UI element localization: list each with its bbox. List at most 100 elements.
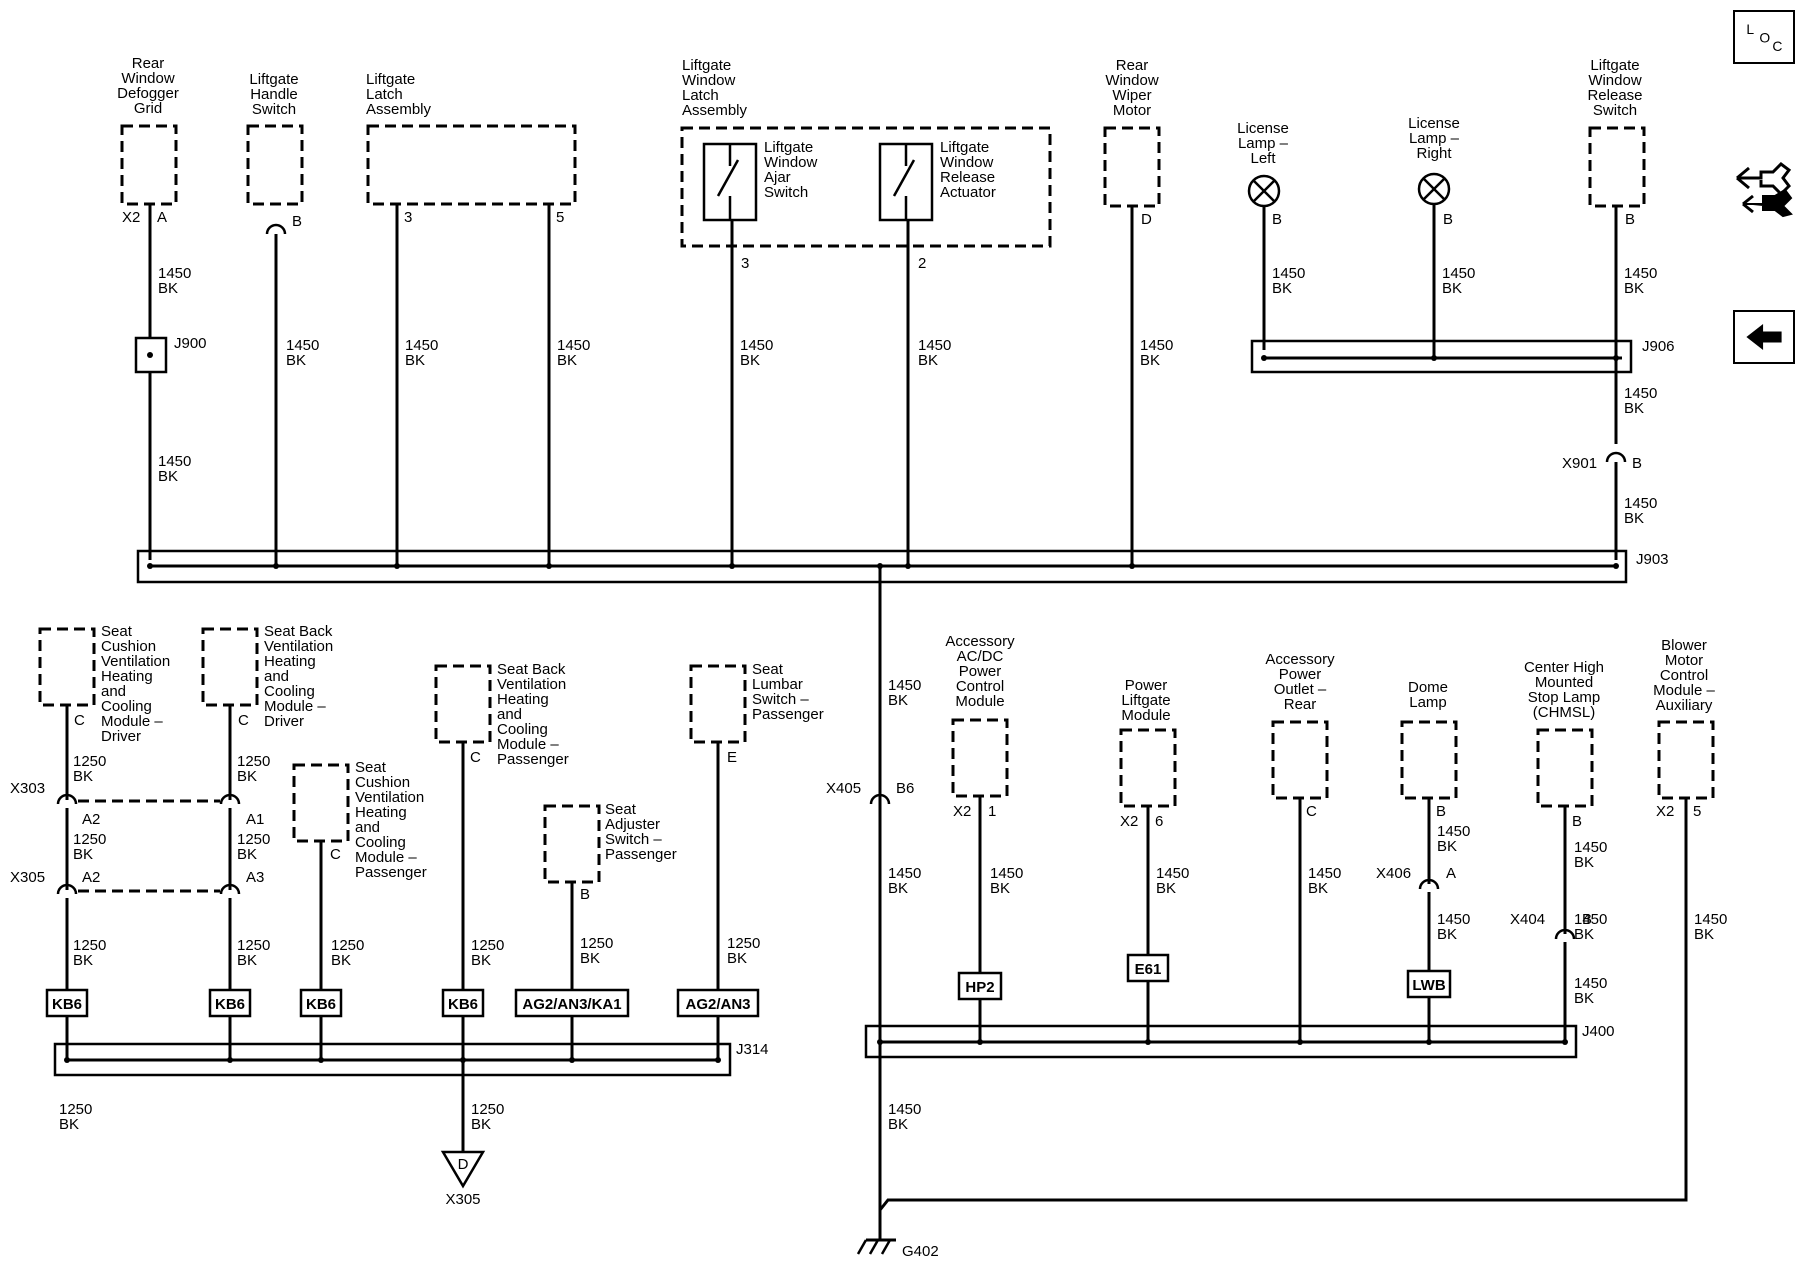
location-button[interactable]: L O C: [1733, 10, 1795, 64]
pin-label: C: [238, 712, 249, 729]
switch-blade: [716, 159, 740, 197]
splice-dot: [147, 352, 153, 358]
connector-pin: A3: [246, 869, 264, 886]
splice-dot: [1613, 355, 1619, 361]
component-rear-window-wiper-motor: [1103, 126, 1161, 208]
connector-label-x404: X404: [1510, 911, 1545, 928]
splice-dot: [273, 563, 279, 569]
option-code-kb6-frame: [45, 988, 89, 1018]
component-seat-cushion-driver: [38, 627, 96, 707]
splice-dot: [1431, 355, 1437, 361]
option-code-e61-frame: [1126, 953, 1170, 983]
splice-dot: [147, 563, 153, 569]
wire-blower-to-ground: [878, 798, 1688, 1211]
pin-label: X2: [1656, 803, 1674, 820]
splice-dot: [1426, 1039, 1432, 1045]
pin-label: A: [157, 209, 167, 226]
pin-label: B: [1572, 813, 1582, 830]
pin-label: B: [1443, 211, 1453, 228]
pin-label: E: [727, 749, 737, 766]
lamp-cross: [1253, 180, 1275, 202]
pin-label: X2: [953, 803, 971, 820]
lamp-cross: [1423, 178, 1445, 200]
back-button[interactable]: [1733, 310, 1795, 364]
connector-label-x305-ref: X305: [445, 1191, 480, 1208]
pin-label: 3: [741, 255, 749, 272]
option-code-lwb-frame: [1406, 969, 1452, 999]
connector-button[interactable]: [1733, 160, 1795, 220]
ground-label-g402: G402: [902, 1243, 939, 1260]
inline-connector: [219, 793, 241, 805]
connector-pin: B6: [896, 780, 914, 797]
pin-label: C: [74, 712, 85, 729]
connector-label-x305: X305: [10, 869, 45, 886]
splice-dot: [1261, 355, 1267, 361]
option-code-hp2: HP2: [965, 979, 994, 996]
splice-dot: [1145, 1039, 1151, 1045]
connector-label-x901: X901: [1562, 455, 1597, 472]
component-dome-lamp: [1400, 720, 1458, 800]
connector-pin: A2: [82, 869, 100, 886]
splice-dot: [318, 1057, 324, 1063]
loc-letter-l: L: [1746, 21, 1754, 37]
option-code-kb6: KB6: [52, 996, 82, 1013]
option-code-ag2-an3-ka1-frame: [514, 988, 630, 1018]
splice-label-j906: J906: [1642, 338, 1675, 355]
option-code-kb6-frame: [299, 988, 343, 1018]
pin-label: B: [1625, 211, 1635, 228]
pin-label: B: [292, 213, 302, 230]
pin-label: 3: [404, 209, 412, 226]
bus-j903: [136, 549, 1628, 584]
splice-dot: [877, 1039, 883, 1045]
connector-pin: A2: [82, 811, 100, 828]
connector-label-x406: X406: [1376, 865, 1411, 882]
component-blower-motor-module: [1657, 720, 1715, 800]
option-code-ag2-an3-frame: [676, 988, 760, 1018]
component-accessory-acdc-module: [951, 718, 1009, 798]
option-code-kb6-frame: [441, 988, 485, 1018]
splice-label-j314: J314: [736, 1041, 769, 1058]
inline-connector-x901: [1605, 451, 1627, 463]
component-accessory-power-outlet: [1271, 720, 1329, 800]
back-arrow-icon: [1746, 324, 1782, 350]
component-liftgate-handle-switch: [246, 124, 304, 206]
pin-label: 1: [988, 803, 996, 820]
switch-blade: [892, 159, 916, 197]
connector-pin: A1: [246, 811, 264, 828]
component-power-liftgate-module: [1119, 728, 1177, 808]
pin-label: D: [1141, 211, 1152, 228]
loc-letter-c: C: [1772, 38, 1782, 54]
splice-dot: [460, 1057, 466, 1063]
splice-dot: [1613, 563, 1619, 569]
pin-label: B: [1272, 211, 1282, 228]
